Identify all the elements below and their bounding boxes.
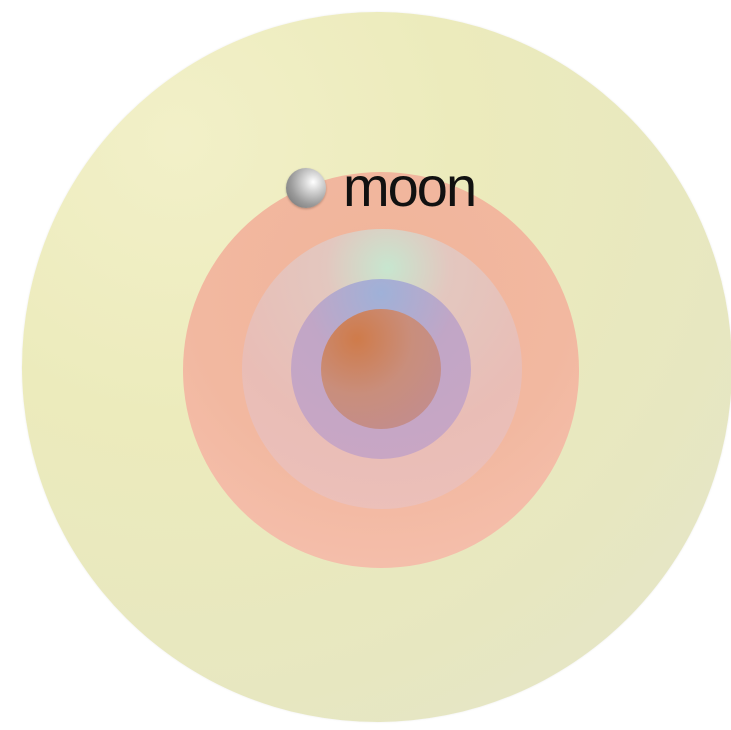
core-circle bbox=[321, 309, 441, 429]
moon-label: moon bbox=[343, 153, 475, 221]
moon-icon bbox=[286, 168, 326, 208]
